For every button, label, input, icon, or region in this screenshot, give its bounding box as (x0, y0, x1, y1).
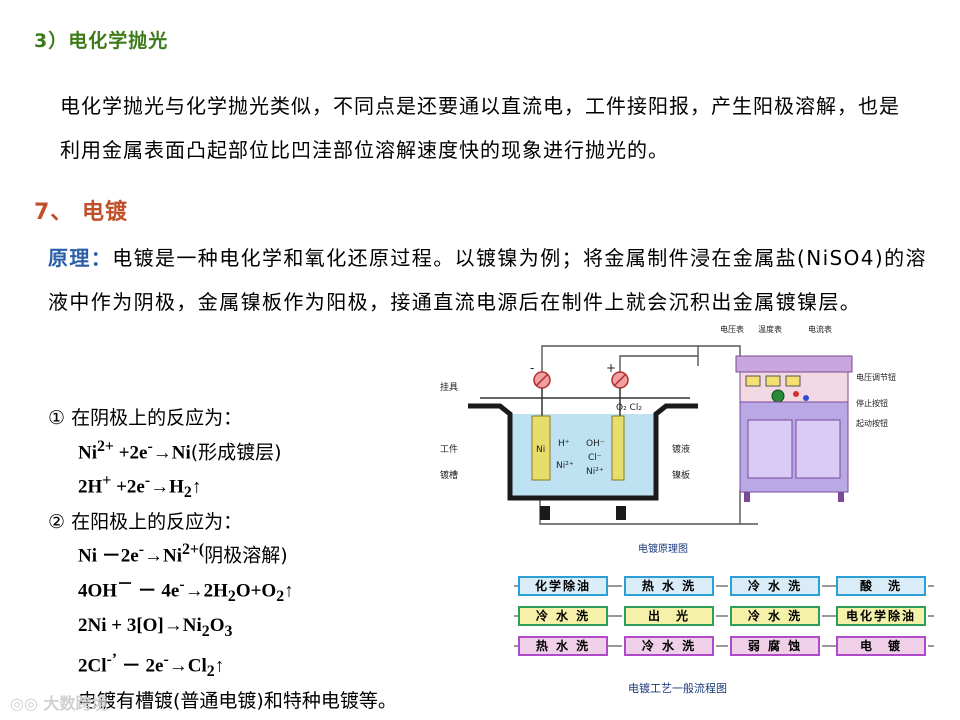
label-plate: 镍板 (672, 469, 690, 481)
section-title: 3）电化学抛光 (34, 30, 169, 52)
flow-step: 弱 腐 蚀 (730, 636, 820, 656)
principle-paragraph: 原理：电镀是一种电化学和氧化还原过程。以镀镍为例；将金属制件浸在金属盐(NiSO… (48, 236, 928, 324)
label-minus: - (530, 361, 534, 375)
flow-step: 热 水 洗 (518, 636, 608, 656)
watermark-logo-icon: ◎◎ (10, 694, 44, 713)
ion-oh: OH⁻ (586, 439, 605, 449)
plating-tank (468, 371, 698, 520)
label-hanger: 挂具 (440, 381, 458, 393)
flow-caption: 电镀工艺一般流程图 (628, 682, 727, 695)
flow-step: 酸 洗 (836, 576, 926, 596)
electroplating-diagram: 挂具 工件 镀槽 镀液 镍板 - + Ni H⁺ Ni²⁺ OH⁻ Cl⁻ Ni… (440, 324, 896, 555)
flow-step: 出 光 (624, 606, 714, 626)
ion-ni-right: Ni²⁺ (586, 467, 604, 477)
anode-eq-3: 2Ni + 3[O]→Ni2O3 (78, 614, 233, 640)
anode-eq-4: 2Cl-’ － 2e-→Cl2↑ (78, 651, 225, 681)
ion-ni2: Ni²⁺ (556, 461, 574, 471)
reactions-block: ① 在阴极上的反应为： Ni2+ +2e-→Ni(形成镀层) 2H+ +2e-→… (48, 404, 397, 715)
label-tank: 镀槽 (440, 469, 458, 481)
label-stop-button: 停止按钮 (856, 398, 888, 408)
flow-step: 电化学除油 (836, 606, 926, 626)
cathode-eq-2: 2H+ +2e-→H2↑ (78, 472, 202, 502)
label-workpiece: 工件 (440, 443, 458, 455)
ion-h: H⁺ (558, 439, 570, 449)
flow-step: 冷 水 洗 (518, 606, 608, 626)
ion-ni-left: Ni (536, 445, 545, 455)
label-plus: + (606, 361, 616, 375)
flow-step: 电 镀 (836, 636, 926, 656)
anode-eq-1: Ni －2e-→Ni2+(阴极溶解) (78, 541, 288, 567)
flow-step: 冷 水 洗 (624, 636, 714, 656)
label-voltmeter: 电压表 (720, 324, 744, 334)
flow-step: 化学除油 (518, 576, 608, 596)
label-ammeter: 电流表 (808, 324, 832, 334)
label-solution: 镀液 (672, 443, 690, 455)
watermark: ◎◎ 大数跨境 (10, 694, 108, 713)
ion-cl: Cl⁻ (588, 453, 602, 463)
flow-step: 热 水 洗 (624, 576, 714, 596)
cathode-title: ① 在阴极上的反应为： (48, 407, 243, 429)
principle-label: 原理： (48, 246, 113, 270)
label-voltage-knob: 电压调节钮 (856, 372, 896, 382)
anode-title: ② 在阳极上的反应为： (48, 510, 243, 533)
summary-line: 电镀有槽镀(普通电镀)和特种电镀等。 (78, 689, 397, 712)
cathode-eq-1: Ni2+ +2e-→Ni(形成镀层) (78, 437, 282, 463)
label-thermometer: 温度表 (758, 324, 782, 334)
polish-paragraph: 电化学抛光与化学抛光类似，不同点是还要通以直流电，工件接阳报，产生阳极溶解，也是… (60, 94, 900, 162)
flow-step: 冷 水 洗 (730, 576, 820, 596)
heading-electroplating: 7、 电镀 (34, 200, 128, 225)
label-gas: O₂ Cl₂ (616, 403, 642, 413)
anode-eq-2: 4OH－ － 4e-→2H2O+O2↑ (78, 576, 294, 606)
label-start-button: 起动按钮 (856, 418, 888, 428)
flow-arrows (514, 585, 934, 647)
principle-text: 电镀是一种电化学和氧化还原过程。以镀镍为例；将金属制件浸在金属盐(NiSO4)的… (48, 246, 927, 314)
diagram-caption: 电镀原理图 (638, 542, 688, 555)
flow-step: 冷 水 洗 (730, 606, 820, 626)
power-cabinet (735, 355, 853, 502)
process-flow-chart: 化学除油 热 水 洗 冷 水 洗 酸 洗 冷 水 洗 出 光 冷 水 洗 电化学… (514, 574, 934, 702)
